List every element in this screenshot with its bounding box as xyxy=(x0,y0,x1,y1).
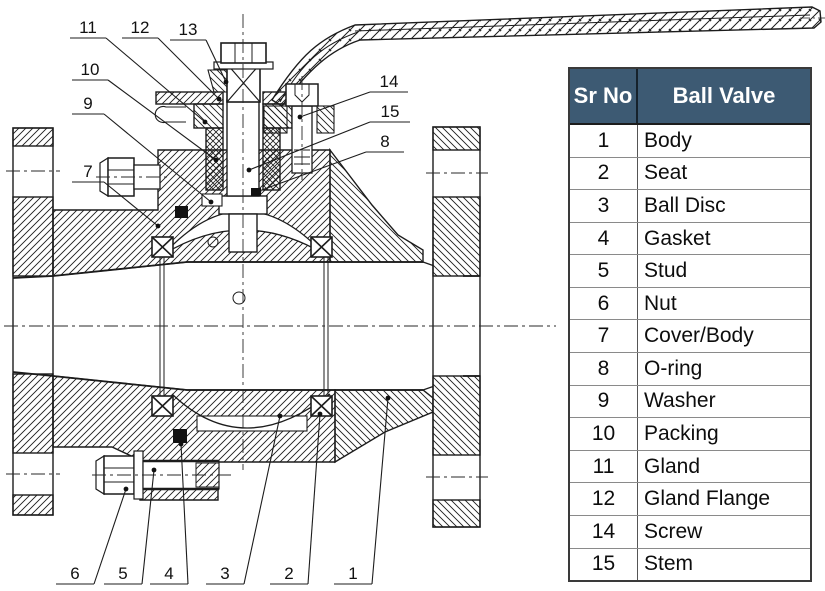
gland-flange-left xyxy=(155,91,224,105)
seat-upper-left xyxy=(151,236,174,258)
svg-text:4: 4 xyxy=(164,564,173,583)
callout-12: 12 xyxy=(122,18,222,102)
callout-8: 8 xyxy=(256,132,404,194)
gasket xyxy=(173,429,187,443)
callout-3: 3 xyxy=(206,413,283,585)
callout-10: 10 xyxy=(72,60,219,163)
callout-5: 5 xyxy=(104,467,157,585)
centerlines xyxy=(4,14,556,478)
seat-lower-right xyxy=(310,395,333,417)
svg-text:7: 7 xyxy=(83,162,92,181)
table-cell-srno: 6 xyxy=(570,287,638,320)
table-cell-srno: 5 xyxy=(570,255,638,287)
table-cell-part-name: Gasket xyxy=(644,226,711,250)
o-ring xyxy=(251,188,261,196)
table-header-ballvalve: Ball Valve xyxy=(672,83,776,108)
table-cell-srno: 9 xyxy=(570,385,638,418)
svg-text:1: 1 xyxy=(348,564,357,583)
table-cell-part-name: Nut xyxy=(644,291,677,315)
table-cell-srno: 11 xyxy=(570,450,638,483)
left-flange xyxy=(12,127,54,516)
callouts: 11 12 13 10 9 xyxy=(56,18,410,585)
table-header-srno: Sr No xyxy=(570,69,638,123)
svg-text:15: 15 xyxy=(381,102,400,121)
table-cell-part-name: Body xyxy=(644,128,692,152)
cover-gasket xyxy=(175,206,188,218)
svg-text:3: 3 xyxy=(220,564,229,583)
table-cell-srno: 12 xyxy=(570,483,638,515)
callout-4: 4 xyxy=(150,441,189,585)
table-cell-srno: 10 xyxy=(570,418,638,450)
svg-text:14: 14 xyxy=(380,72,399,91)
svg-text:5: 5 xyxy=(118,564,127,583)
table-cell-srno: 14 xyxy=(570,515,638,548)
seat-lower-left xyxy=(151,395,174,417)
table-cell-part-name: Stud xyxy=(644,259,688,283)
svg-text:11: 11 xyxy=(79,18,97,37)
table-cell-part-name: Washer xyxy=(644,389,716,413)
svg-text:6: 6 xyxy=(70,564,79,583)
table-cell-part-name: Gland xyxy=(644,454,701,478)
table-header: Sr No Ball Valve xyxy=(570,69,810,125)
svg-text:12: 12 xyxy=(131,18,150,37)
table-cell-srno: 15 xyxy=(570,548,638,581)
table-cell-srno: 7 xyxy=(570,320,638,353)
table-cell-part-name: Cover/Body xyxy=(644,324,754,348)
table-cell-part-name: Seat xyxy=(644,161,688,185)
table-cell-part-name: Gland Flange xyxy=(644,487,771,511)
bore-edges xyxy=(12,261,480,391)
svg-text:2: 2 xyxy=(284,564,293,583)
table-cell-part-name: O-ring xyxy=(644,356,703,380)
table-cell-part-name: Stem xyxy=(644,552,694,576)
stem-top-nut xyxy=(220,42,267,64)
right-flange xyxy=(432,126,481,528)
table-cell-part-name: Packing xyxy=(644,421,719,445)
table-cell-srno: 8 xyxy=(570,353,638,385)
seat-upper-right xyxy=(310,236,333,258)
table-cell-srno: 3 xyxy=(570,190,638,222)
callout-1: 1 xyxy=(334,395,391,585)
seat-lines xyxy=(159,257,329,396)
svg-text:9: 9 xyxy=(83,94,92,113)
callout-15: 15 xyxy=(246,102,410,173)
svg-text:13: 13 xyxy=(179,20,198,39)
svg-text:8: 8 xyxy=(380,132,389,151)
seat-rings xyxy=(151,236,333,417)
callout-6: 6 xyxy=(56,486,129,585)
callout-7: 7 xyxy=(72,162,161,229)
callout-11: 11 xyxy=(70,18,208,125)
table-cell-part-name: Screw xyxy=(644,519,703,543)
table-cell-srno: 2 xyxy=(570,157,638,190)
table-cell-part-name: Ball Disc xyxy=(644,193,726,217)
callout-14: 14 xyxy=(297,72,408,120)
svg-text:10: 10 xyxy=(81,60,100,79)
callout-2: 2 xyxy=(270,411,323,585)
table-cell-srno: 4 xyxy=(570,222,638,255)
callout-9: 9 xyxy=(72,94,214,205)
callout-13: 13 xyxy=(170,20,229,85)
table-cell-srno: 1 xyxy=(570,125,638,157)
